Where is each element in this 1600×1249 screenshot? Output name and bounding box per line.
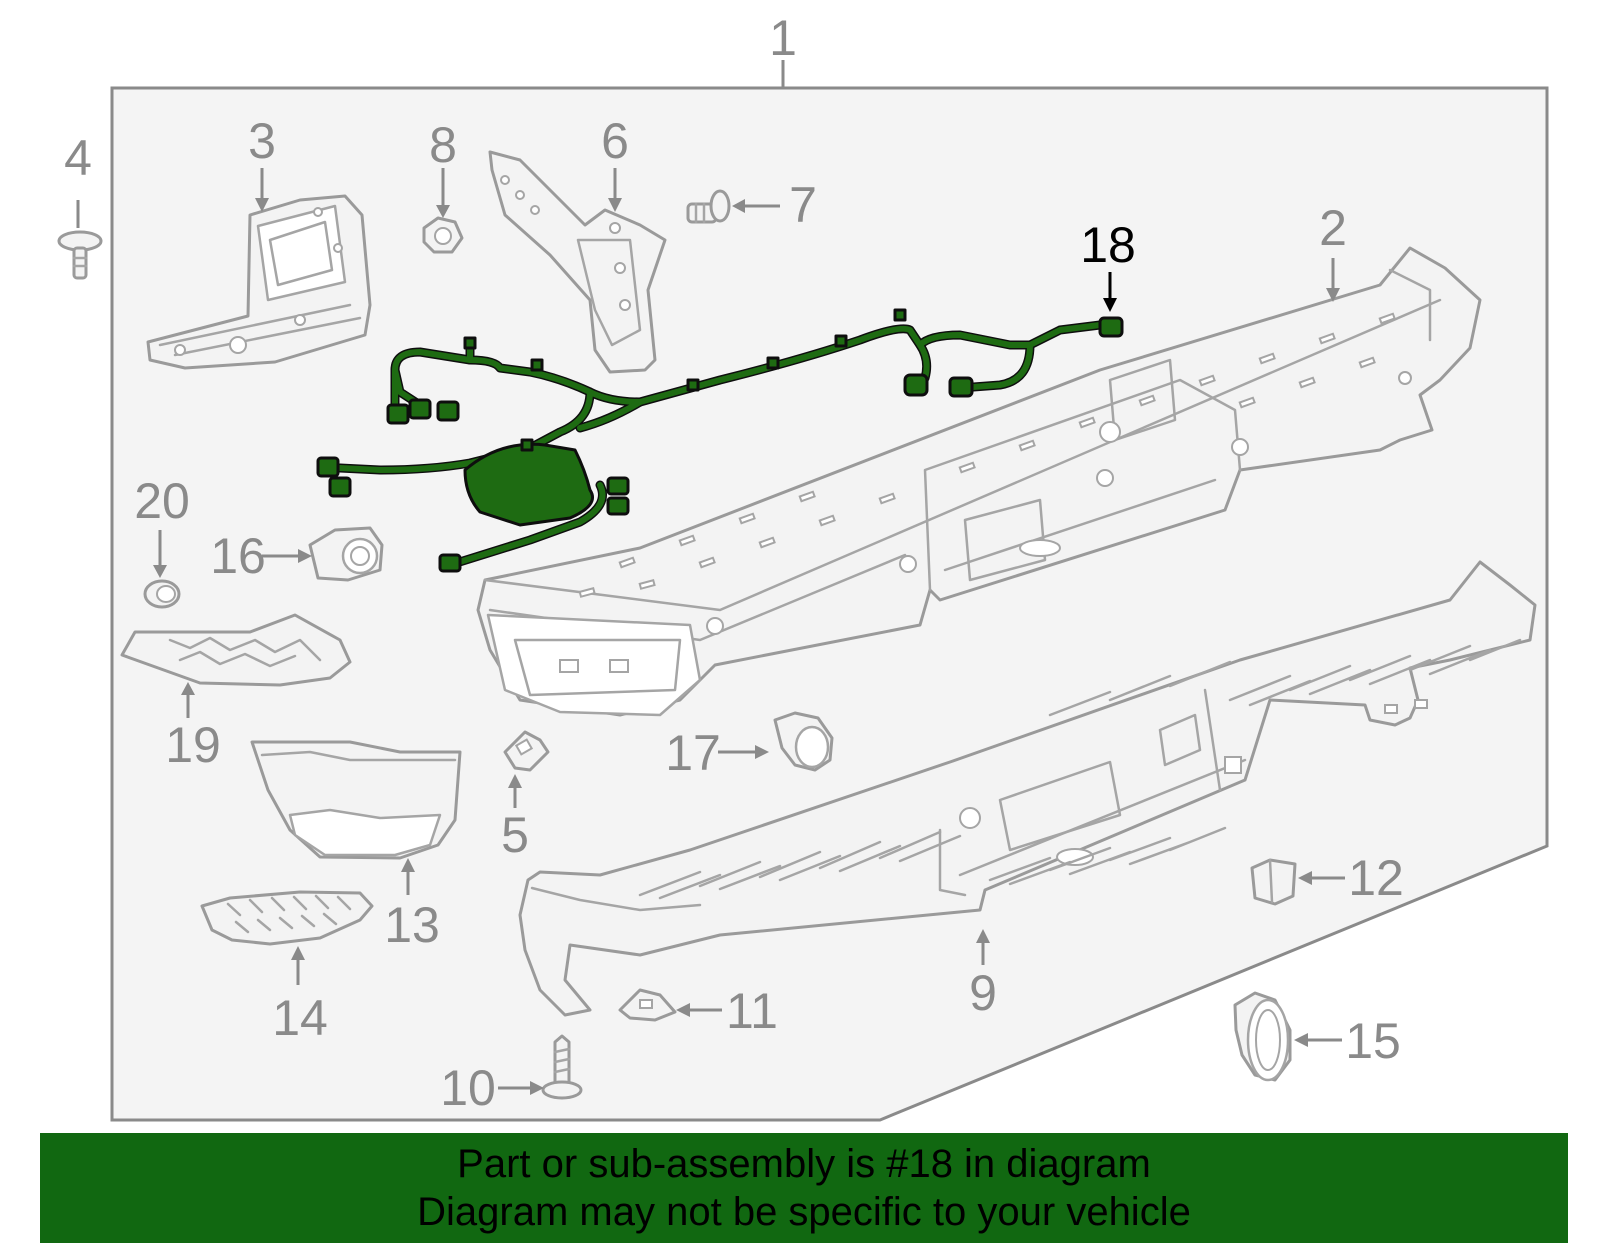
step-bumper-part-9[interactable] [518, 560, 1537, 1017]
callout-2: 2 [1319, 200, 1347, 256]
sensor-bezel-part-17[interactable] [773, 711, 834, 772]
banner-line-disclaimer: Diagram may not be specific to your vehi… [417, 1190, 1191, 1234]
bezel-part-15[interactable] [1233, 991, 1292, 1082]
callout-16: 16 [210, 528, 266, 584]
plug-part-20[interactable] [143, 579, 181, 609]
callout-3: 3 [248, 113, 276, 169]
callout-14: 14 [272, 990, 328, 1046]
rear-bumper-part-2[interactable] [476, 246, 1482, 717]
callout-18: 18 [1080, 217, 1136, 273]
callout-20: 20 [134, 473, 190, 529]
banner-line-part-number: Part or sub-assembly is #18 in diagram [457, 1142, 1151, 1186]
step-trim-part-19[interactable] [120, 613, 352, 687]
clip-nut-part-11[interactable] [618, 988, 677, 1022]
parts-diagram: 1 2 3 4 5 6 7 8 9 10 11 12 13 14 15 16 1… [57, 10, 1549, 1122]
callout-10: 10 [440, 1060, 496, 1116]
callout-19: 19 [165, 717, 221, 773]
clip-part-12[interactable] [1250, 858, 1297, 906]
info-banner: Part or sub-assembly is #18 in diagram D… [40, 1133, 1568, 1243]
callout-15: 15 [1345, 1013, 1401, 1069]
clip-nut-part-5[interactable] [503, 730, 550, 772]
callout-6: 6 [601, 113, 629, 169]
callout-13: 13 [384, 897, 440, 953]
step-pad-part-14[interactable] [200, 890, 374, 946]
callout-9: 9 [969, 965, 997, 1021]
callout-17: 17 [665, 725, 721, 781]
callout-11: 11 [726, 983, 778, 1039]
callout-7: 7 [789, 177, 817, 233]
sensor-part-16[interactable] [308, 526, 384, 582]
callout-4: 4 [64, 130, 92, 186]
wiring-harness-part-18[interactable] [316, 308, 1124, 573]
reinforcement-bracket-part-6[interactable] [488, 150, 667, 374]
bolt-part-7[interactable] [686, 189, 731, 224]
callout-12: 12 [1348, 850, 1404, 906]
callout-8: 8 [429, 117, 457, 173]
callout-1: 1 [769, 10, 797, 66]
hex-nut-part-8[interactable] [422, 216, 464, 254]
pad-cover-part-13[interactable] [250, 740, 462, 860]
bolt-part-10[interactable] [541, 1034, 583, 1100]
mount-bracket-part-3[interactable] [146, 194, 372, 370]
callout-5: 5 [501, 807, 529, 863]
push-pin-part-4[interactable] [57, 230, 103, 280]
